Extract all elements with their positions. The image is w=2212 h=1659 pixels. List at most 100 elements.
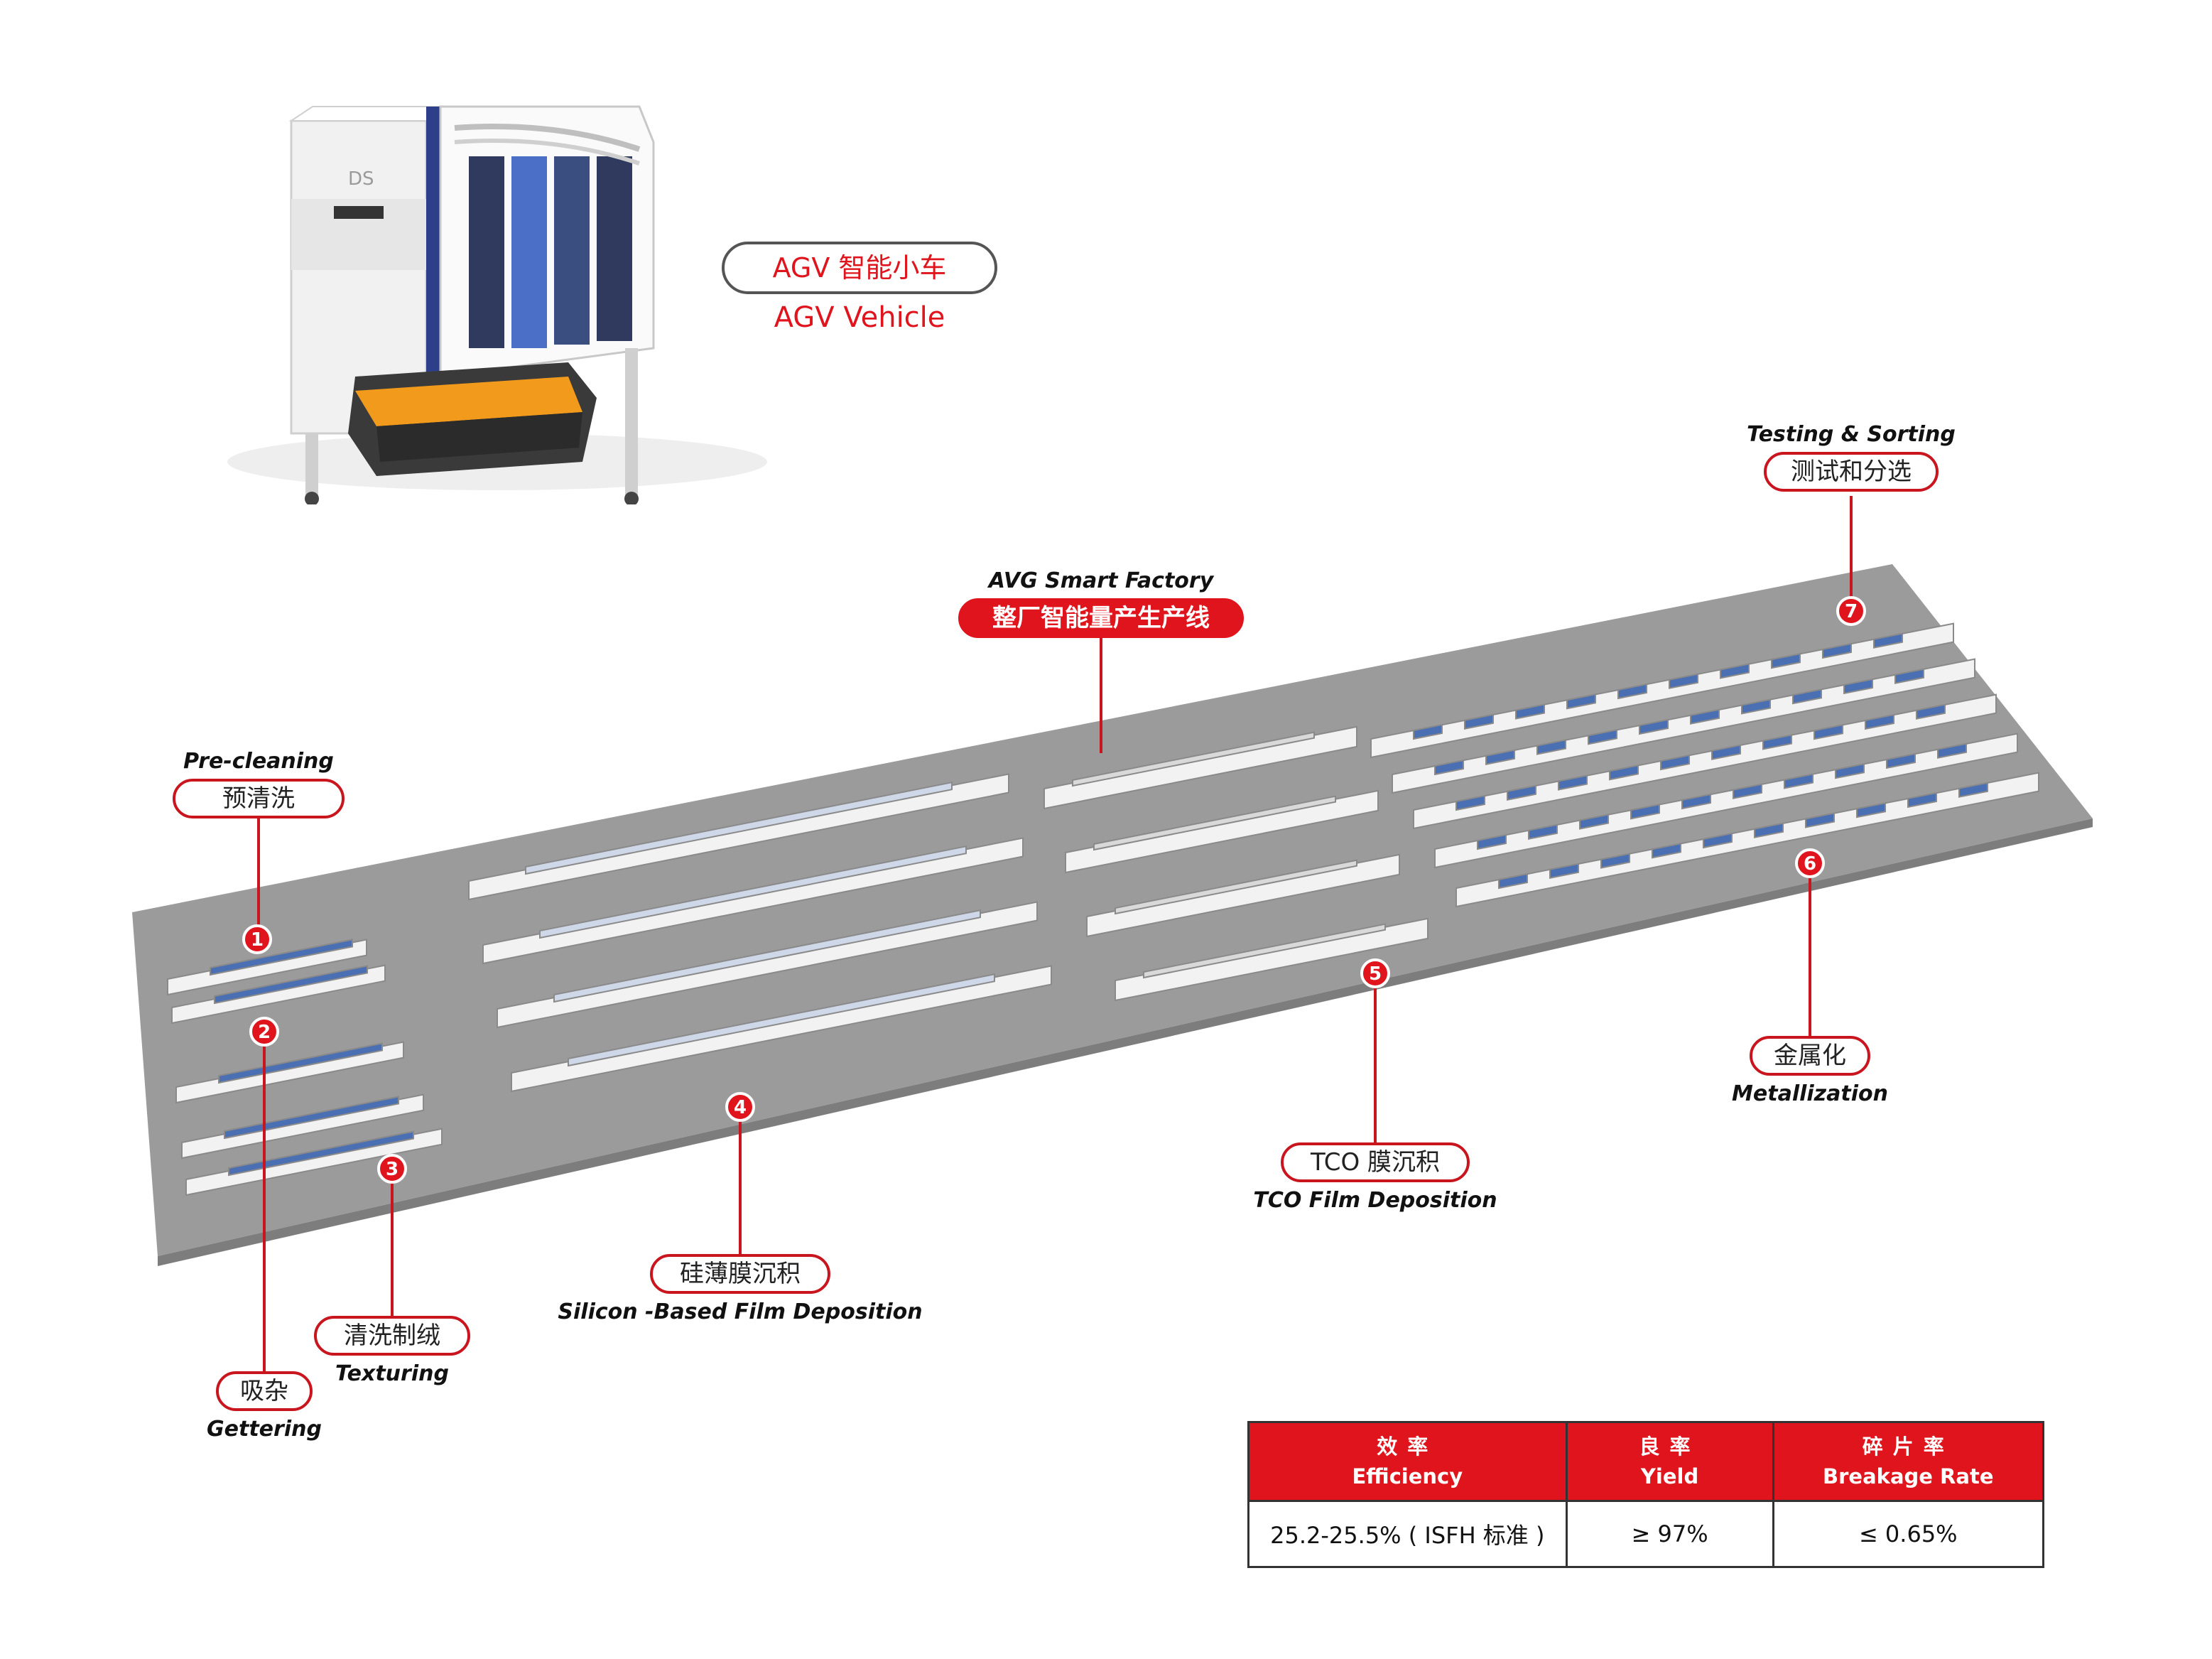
equipment-block xyxy=(1771,653,1801,669)
equipment-block xyxy=(1762,734,1792,750)
metrics-header-efficiency-zh: 效率 xyxy=(1377,1434,1438,1459)
equipment-block xyxy=(1958,782,1988,798)
equipment-block xyxy=(1617,683,1647,700)
step-marker-2: 2 xyxy=(249,1017,279,1047)
equipment-block xyxy=(1630,804,1660,820)
factory-label-zh: 整厂智能量产生产线 xyxy=(958,598,1244,638)
step-number-3: 3 xyxy=(386,1159,399,1180)
step-4-label-zh: 硅薄膜沉积 xyxy=(650,1254,830,1294)
equipment-block xyxy=(1464,713,1494,730)
metrics-value-row: 25.2-25.5% ( ISFH 标准 ) ≥ 97% ≤ 0.65% xyxy=(1247,1500,2045,1568)
equipment-block xyxy=(1498,872,1528,890)
step-number-6: 6 xyxy=(1804,853,1816,875)
equipment-row-accent xyxy=(228,1130,414,1177)
equipment-block xyxy=(1455,794,1485,811)
step-2-label-zh: 吸杂 xyxy=(216,1371,313,1411)
step-callout-4: 硅薄膜沉积 Silicon -Based Film Deposition xyxy=(555,1254,925,1326)
step-marker-1: 1 xyxy=(242,924,272,954)
step-number-4: 4 xyxy=(734,1097,747,1118)
equipment-block xyxy=(1711,744,1741,760)
equipment-block xyxy=(1784,773,1813,789)
equipment-block xyxy=(1894,668,1924,684)
step-6-label-zh: 金属化 xyxy=(1750,1036,1870,1076)
equipment-block xyxy=(1507,784,1536,801)
equipment-block xyxy=(1609,764,1639,781)
agv-label-zh: AGV 智能小车 xyxy=(721,242,998,294)
equipment-block xyxy=(1681,793,1711,810)
svg-text:DS: DS xyxy=(348,168,374,190)
equipment-block xyxy=(1660,754,1690,771)
metrics-header-breakage-zh: 碎片率 xyxy=(1862,1434,1954,1459)
equipment-block xyxy=(1822,642,1852,659)
equipment-block xyxy=(1754,822,1784,838)
equipment-row-accent xyxy=(553,909,981,1003)
equipment-row-accent xyxy=(1143,923,1386,979)
metrics-value-yield: ≥ 97% xyxy=(1565,1500,1774,1568)
step-callout-5: TCO 膜沉积 TCO Film Deposition xyxy=(1233,1142,1517,1215)
equipment-block xyxy=(1528,823,1558,840)
step-6-label-en: Metallization xyxy=(1732,1081,1888,1106)
equipment-block xyxy=(1856,802,1886,818)
step-marker-6: 6 xyxy=(1795,848,1825,878)
metrics-header-breakage: 碎片率 Breakage Rate xyxy=(1772,1421,2045,1502)
equipment-block xyxy=(1907,791,1937,809)
equipment-block xyxy=(1813,724,1843,740)
equipment-row-accent xyxy=(1072,731,1315,787)
agv-label-en: AGV Vehicle xyxy=(774,301,945,334)
equipment-block xyxy=(1937,742,1967,759)
step-marker-3: 3 xyxy=(377,1154,407,1184)
step-5-label-zh: TCO 膜沉积 xyxy=(1280,1142,1470,1182)
equipment-row-accent xyxy=(568,973,995,1067)
equipment-block xyxy=(1588,729,1617,745)
equipment-row-accent xyxy=(214,965,368,1005)
metrics-header-efficiency: 效率 Efficiency xyxy=(1247,1421,1568,1502)
equipment-block xyxy=(1652,843,1681,859)
step-callout-2: 吸杂 Gettering xyxy=(158,1371,371,1444)
metrics-value-breakage: ≤ 0.65% xyxy=(1772,1500,2045,1568)
equipment-block xyxy=(1549,863,1579,879)
step-number-2: 2 xyxy=(258,1022,271,1043)
step-3-label-en: Texturing xyxy=(335,1361,449,1386)
step-number-1: 1 xyxy=(251,929,264,951)
equipment-row-accent xyxy=(224,1096,399,1140)
equipment-row-accent xyxy=(1115,859,1357,915)
step-marker-4: 4 xyxy=(725,1092,755,1122)
equipment-row-accent xyxy=(539,845,967,939)
equipment-block xyxy=(1843,678,1873,695)
equipment-row xyxy=(1434,733,2018,869)
metrics-header-breakage-en: Breakage Rate xyxy=(1823,1464,1994,1488)
step-callout-1: Pre-cleaning 预清洗 xyxy=(152,747,365,818)
equipment-row-accent xyxy=(210,939,353,976)
equipment-block xyxy=(1835,763,1865,779)
step-7-label-zh: 测试和分选 xyxy=(1764,452,1939,492)
equipment-row xyxy=(1455,772,2039,908)
metrics-header-efficiency-en: Efficiency xyxy=(1352,1464,1463,1488)
step-7-label-en: Testing & Sorting xyxy=(1747,422,1956,447)
metrics-header-yield: 良率 Yield xyxy=(1565,1421,1774,1502)
step-number-7: 7 xyxy=(1845,601,1858,622)
equipment-block xyxy=(1792,688,1822,705)
equipment-block xyxy=(1805,812,1835,828)
equipment-block xyxy=(1566,693,1596,710)
equipment-block xyxy=(1690,708,1720,725)
factory-callout: AVG Smart Factory 整厂智能量产生产线 xyxy=(888,567,1314,638)
equipment-block xyxy=(1720,663,1750,679)
step-3-label-zh: 清洗制绒 xyxy=(314,1316,470,1356)
step-1-label-zh: 预清洗 xyxy=(173,779,345,818)
equipment-block xyxy=(1558,774,1588,791)
metrics-table: 效率 Efficiency 良率 Yield 碎片率 Breakage Rate… xyxy=(1247,1421,2045,1568)
step-5-label-en: TCO Film Deposition xyxy=(1253,1188,1497,1213)
equipment-block xyxy=(1886,752,1916,769)
equipment-block xyxy=(1485,749,1515,765)
equipment-block xyxy=(1703,832,1733,849)
step-callout-6: 金属化 Metallization xyxy=(1703,1036,1916,1108)
equipment-block xyxy=(1741,698,1771,715)
equipment-row xyxy=(1370,622,1954,759)
equipment-row-accent xyxy=(525,781,953,875)
equipment-block xyxy=(1669,673,1698,689)
equipment-block xyxy=(1916,703,1946,720)
step-4-label-en: Silicon -Based Film Deposition xyxy=(558,1299,923,1324)
equipment-block xyxy=(1865,713,1894,730)
agv-vehicle-illustration: DS xyxy=(227,105,767,504)
